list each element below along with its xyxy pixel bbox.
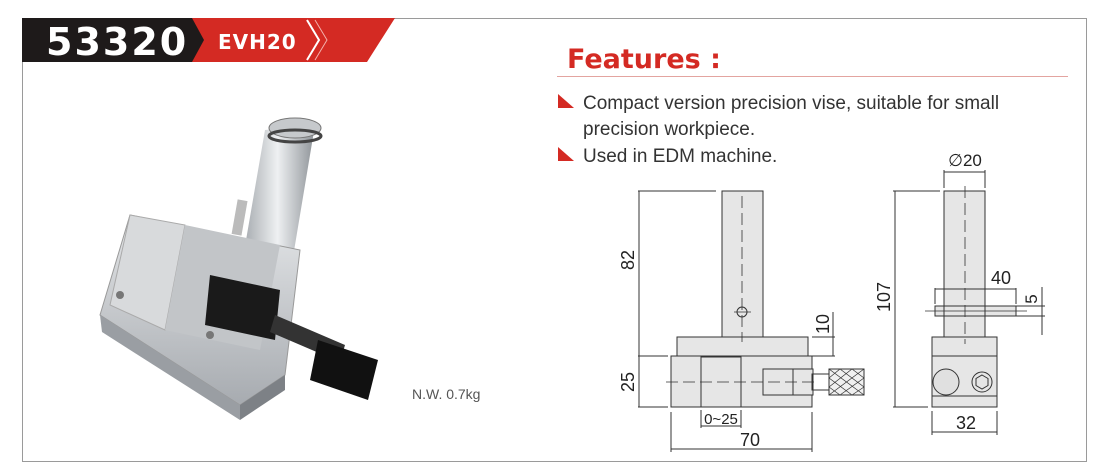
- dim-10: 10: [813, 314, 833, 334]
- dim-32: 32: [956, 413, 976, 433]
- feature-item: Used in EDM machine.: [583, 146, 778, 167]
- feature-item: Compact version precision vise, suitable…: [583, 93, 1000, 140]
- model-number: EVH20: [218, 30, 297, 54]
- net-weight: N.W. 0.7kg: [412, 386, 481, 402]
- product-photo: [99, 117, 378, 420]
- dim-diameter: ∅20: [948, 151, 982, 170]
- side-view: [893, 170, 1045, 435]
- header-banner: [22, 18, 395, 62]
- product-code: 53320: [46, 20, 189, 64]
- dim-107: 107: [874, 282, 894, 312]
- features-title: Features :: [567, 44, 721, 75]
- page-frame: [22, 18, 1087, 462]
- dim-5: 5: [1022, 294, 1041, 303]
- dim-40: 40: [991, 268, 1011, 288]
- dim-25: 25: [618, 372, 638, 392]
- dim-70: 70: [740, 430, 760, 450]
- features-divider: [557, 76, 1068, 77]
- dim-82: 82: [618, 250, 638, 270]
- front-view: [638, 190, 865, 452]
- dim-jaw-range: 0~25: [704, 411, 738, 428]
